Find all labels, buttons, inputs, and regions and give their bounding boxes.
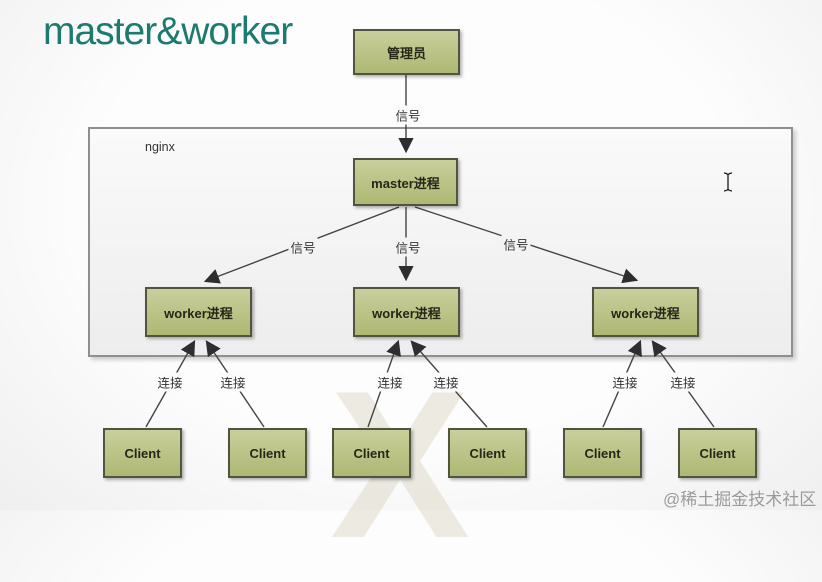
edge-label-connection-2: 连接 [218, 372, 248, 392]
worker-process-box-2: worker进程 [353, 287, 460, 337]
client-box-5: Client [563, 428, 642, 478]
site-watermark: @稀土掘金技术社区 [663, 490, 817, 509]
nginx-container-label: nginx [145, 140, 175, 154]
client-box-4: Client [448, 428, 527, 478]
edge-label-signal-1: 信号 [288, 237, 318, 257]
edge-label-signal-3: 信号 [501, 234, 531, 254]
client-box-2: Client [228, 428, 307, 478]
page-title: master&worker [43, 10, 293, 53]
edge-label-signal-2: 信号 [393, 237, 423, 257]
slide-canvas: master&worker X nginx 管理员 master进程 wor [43, 10, 817, 570]
worker-process-box-1: worker进程 [145, 287, 252, 337]
edge-label-connection-3: 连接 [375, 372, 405, 392]
edge-label-signal-top: 信号 [393, 105, 423, 125]
edge-label-connection-1: 连接 [155, 372, 185, 392]
worker-process-box-3: worker进程 [592, 287, 699, 337]
edge-label-connection-4: 连接 [431, 372, 461, 392]
master-process-box: master进程 [353, 158, 458, 206]
admin-box: 管理员 [353, 29, 460, 75]
client-box-6: Client [678, 428, 757, 478]
text-cursor-icon [723, 172, 733, 192]
edge-label-connection-5: 连接 [610, 372, 640, 392]
client-box-1: Client [103, 428, 182, 478]
client-box-3: Client [332, 428, 411, 478]
edge-label-connection-6: 连接 [668, 372, 698, 392]
